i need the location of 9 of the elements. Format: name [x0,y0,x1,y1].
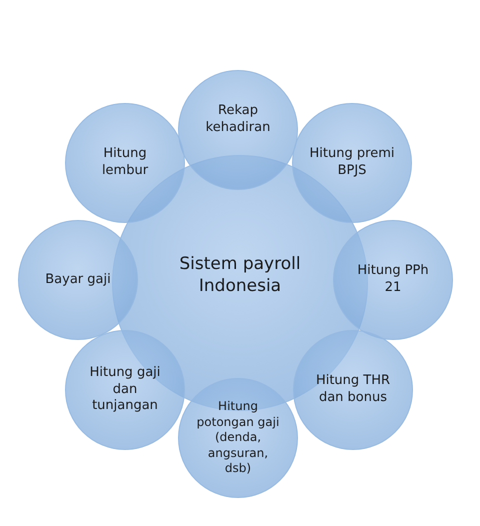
circle-label: Hitung lembur [100,146,150,180]
circle-label: Rekap kehadiran [204,103,272,137]
circle-label: Hitung THR dan bonus [314,373,392,407]
circle-label: Hitung potongan gaji (denda, angsuran, dsb) [196,399,280,477]
circle-label: Bayar gaji [44,272,112,288]
circle-label: Sistem payroll Indonesia [178,252,302,298]
circle-label: Hitung premi BPJS [308,146,396,180]
circle-label: Hitung gaji dan tunjangan [88,364,162,416]
circle-label: Hitung PPh 21 [356,263,430,297]
